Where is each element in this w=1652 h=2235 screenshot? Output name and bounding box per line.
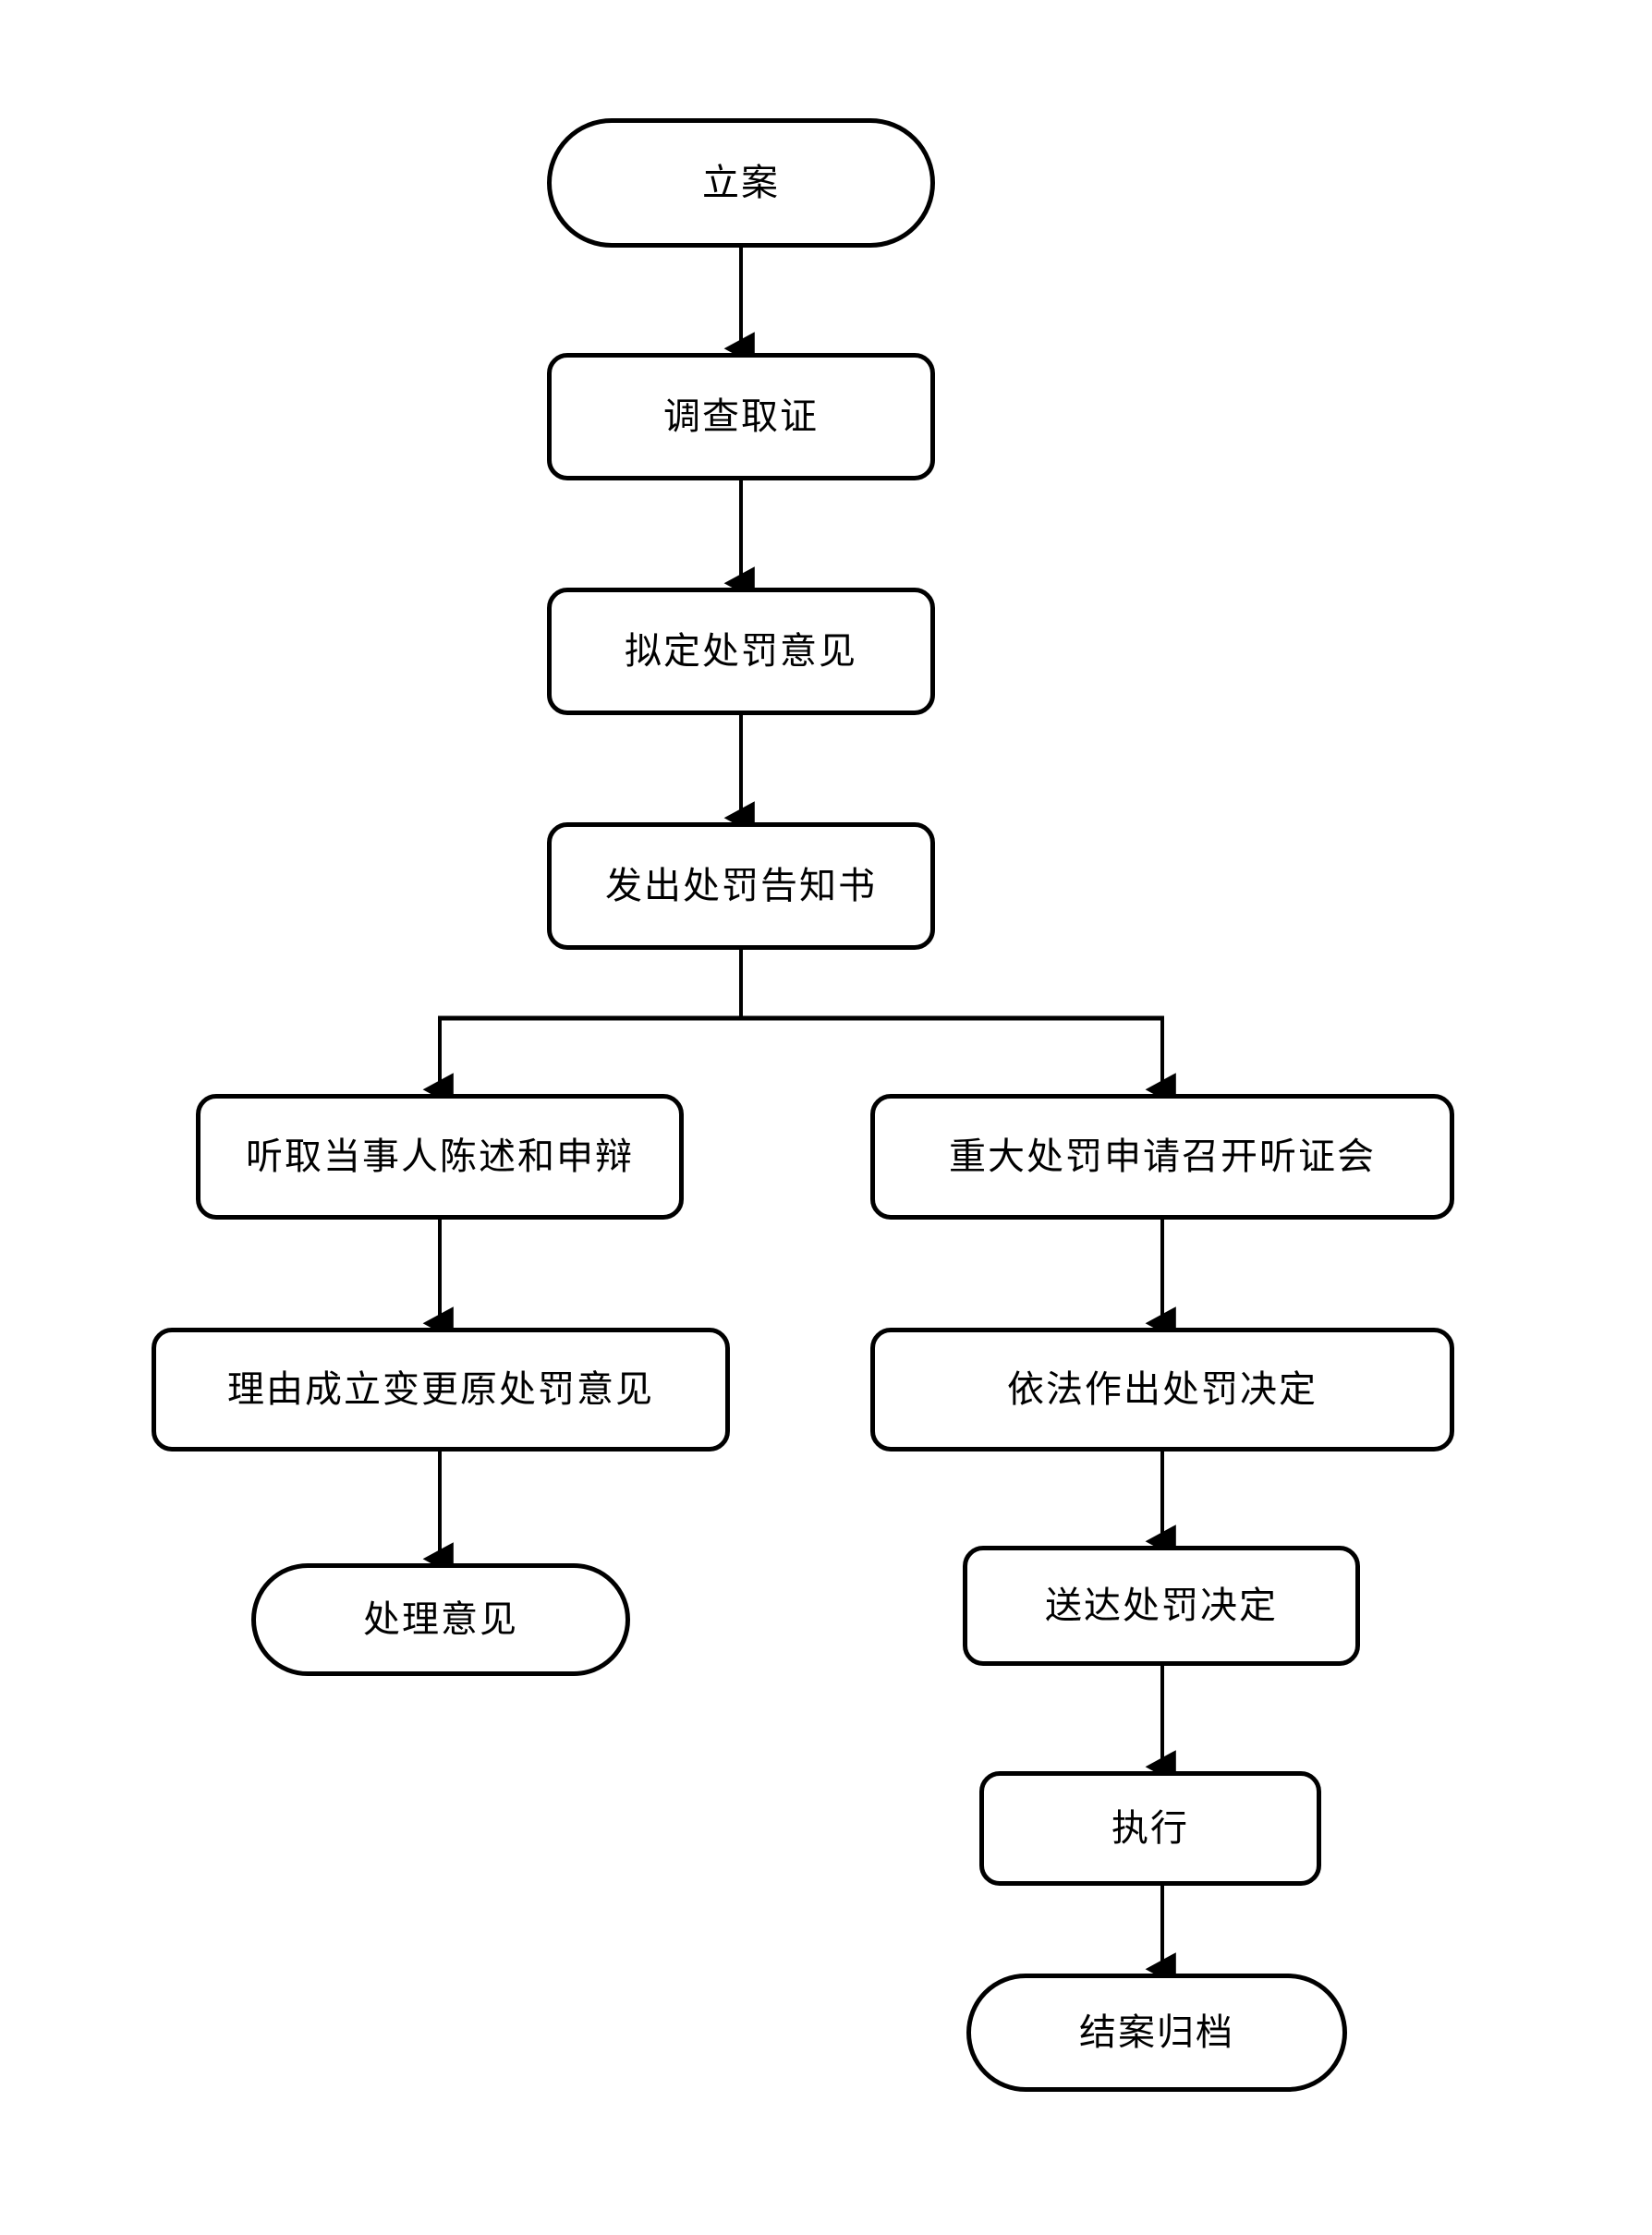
node-label: 拟定处罚意见 bbox=[625, 630, 857, 673]
node-case-filing[interactable]: 立案 bbox=[547, 118, 935, 248]
node-label: 立案 bbox=[702, 162, 780, 204]
node-label: 调查取证 bbox=[663, 395, 819, 438]
node-label: 执行 bbox=[1111, 1807, 1189, 1850]
node-lawful-penalty-decision[interactable]: 依法作出处罚决定 bbox=[870, 1328, 1454, 1452]
node-label: 重大处罚申请召开听证会 bbox=[949, 1136, 1376, 1178]
node-serve-penalty-decision[interactable]: 送达处罚决定 bbox=[963, 1546, 1360, 1666]
node-label: 依法作出处罚决定 bbox=[1007, 1368, 1318, 1411]
node-label: 听取当事人陈述和申辩 bbox=[246, 1136, 634, 1178]
node-draft-penalty-opinion[interactable]: 拟定处罚意见 bbox=[547, 588, 935, 715]
node-execute[interactable]: 执行 bbox=[979, 1771, 1321, 1886]
node-close-case-archive[interactable]: 结案归档 bbox=[966, 1974, 1347, 2092]
node-hear-party-statement[interactable]: 听取当事人陈述和申辩 bbox=[196, 1094, 684, 1220]
node-valid-reason-amend-opinion[interactable]: 理由成立变更原处罚意见 bbox=[152, 1328, 730, 1452]
node-issue-penalty-notice[interactable]: 发出处罚告知书 bbox=[547, 822, 935, 950]
node-investigation-evidence[interactable]: 调查取证 bbox=[547, 353, 935, 480]
node-handling-opinion[interactable]: 处理意见 bbox=[251, 1563, 630, 1676]
node-label: 发出处罚告知书 bbox=[605, 865, 877, 907]
node-label: 送达处罚决定 bbox=[1045, 1585, 1278, 1627]
node-label: 处理意见 bbox=[363, 1598, 518, 1641]
node-label: 理由成立变更原处罚意见 bbox=[227, 1368, 654, 1411]
node-major-penalty-hearing-request[interactable]: 重大处罚申请召开听证会 bbox=[870, 1094, 1454, 1220]
node-label: 结案归档 bbox=[1079, 2011, 1234, 2054]
